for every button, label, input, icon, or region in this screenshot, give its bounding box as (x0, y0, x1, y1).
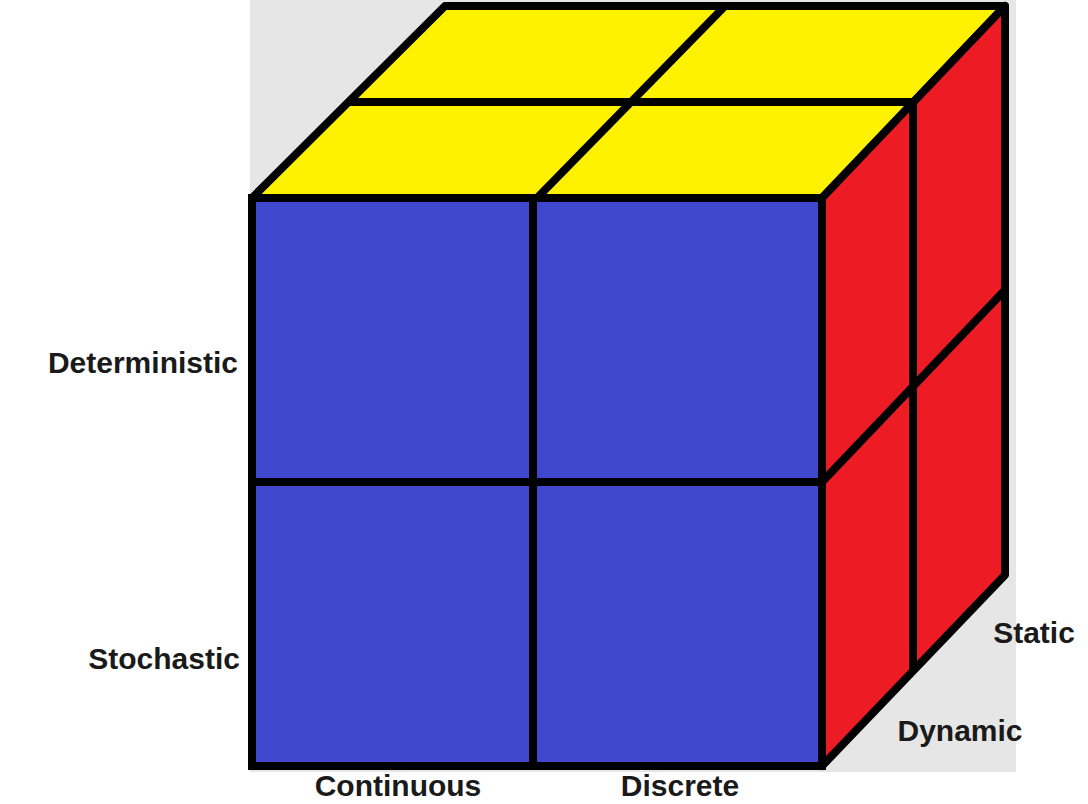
grid-lines (252, 6, 1005, 766)
axis-label: Static (993, 616, 1075, 649)
background-panel (250, 0, 1016, 772)
front-face (252, 198, 822, 766)
axis-label: Deterministic (48, 346, 238, 379)
axis-label: Stochastic (88, 642, 240, 675)
axis-label: Dynamic (897, 714, 1022, 747)
axis-label: Continuous (315, 769, 482, 802)
right-face (822, 6, 1005, 766)
axis-label: Discrete (621, 769, 739, 802)
